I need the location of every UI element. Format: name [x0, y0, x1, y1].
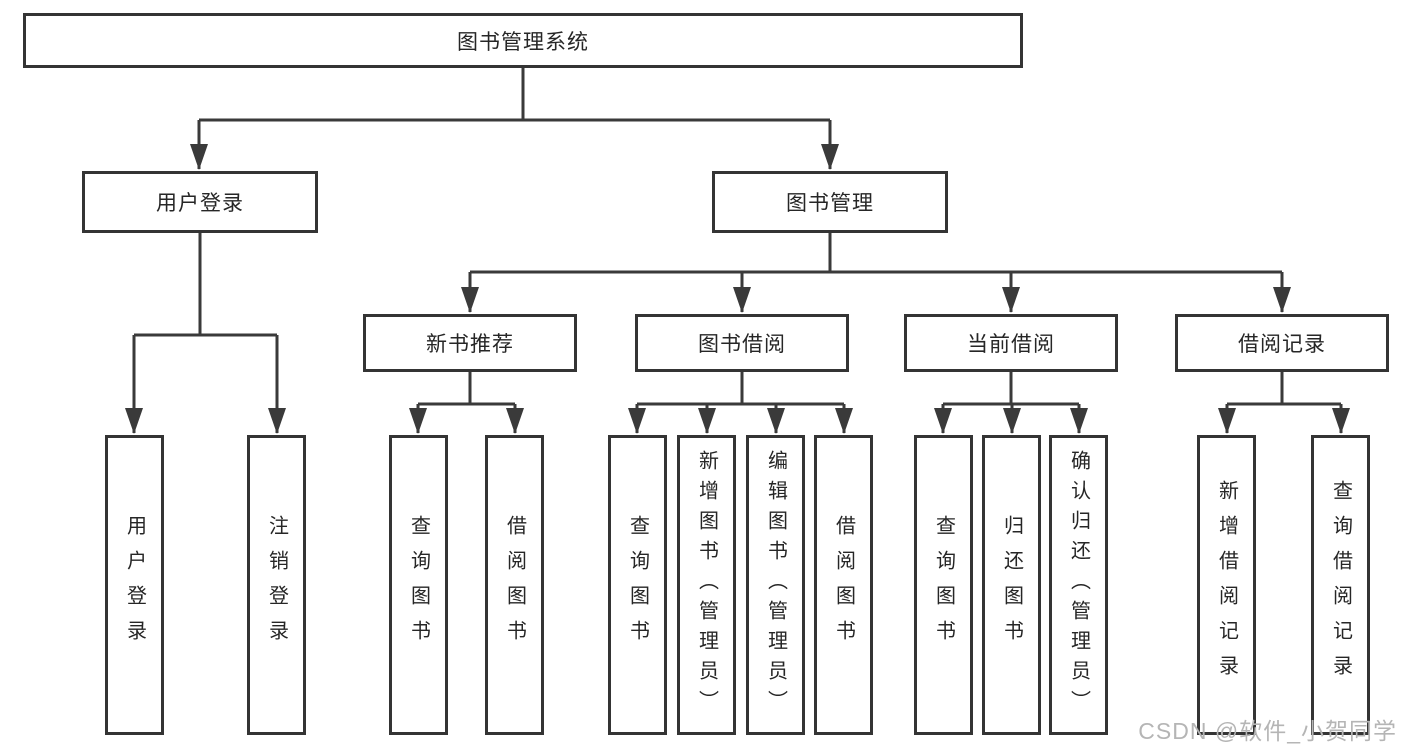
node-add-book-admin: 新增图书（管理员）	[677, 435, 736, 735]
node-query-book: 查询图书	[914, 435, 973, 735]
node-label: 用户登录	[156, 192, 244, 215]
node-label: 借阅记录	[1238, 333, 1326, 356]
node-label: 编辑图书（管理员）	[764, 450, 787, 720]
node-label: 当前借阅	[967, 333, 1055, 356]
node-borrow-book: 借阅图书	[814, 435, 873, 735]
node-root-label: 图书管理系统	[457, 30, 589, 54]
node-logout-leaf: 注销登录	[247, 435, 306, 735]
node-new-book-recommendation: 新书推荐	[363, 314, 577, 372]
node-label: 注销登录	[265, 515, 288, 655]
node-label: 查询图书	[407, 515, 430, 655]
node-label: 新增借阅记录	[1215, 480, 1238, 690]
node-book-management: 图书管理	[712, 171, 948, 233]
node-root: 图书管理系统	[23, 13, 1023, 68]
node-borrow-book: 借阅图书	[485, 435, 544, 735]
node-query-book: 查询图书	[608, 435, 667, 735]
node-label: 用户登录	[123, 515, 146, 655]
watermark: CSDN @软件_小贺同学	[1138, 718, 1397, 744]
node-borrowing-records: 借阅记录	[1175, 314, 1389, 372]
node-label: 查询图书	[626, 515, 649, 655]
node-return-book: 归还图书	[982, 435, 1041, 735]
node-query-borrow-record: 查询借阅记录	[1311, 435, 1370, 735]
node-label: 借阅图书	[503, 515, 526, 655]
node-label: 归还图书	[1000, 515, 1023, 655]
node-label: 新书推荐	[426, 333, 514, 356]
node-label: 图书管理	[786, 192, 874, 215]
node-query-book: 查询图书	[389, 435, 448, 735]
node-label: 借阅图书	[832, 515, 855, 655]
node-label: 图书借阅	[698, 333, 786, 356]
node-confirm-return-admin: 确认归还（管理员）	[1049, 435, 1108, 735]
node-label: 查询借阅记录	[1329, 480, 1352, 690]
node-user-login: 用户登录	[82, 171, 318, 233]
node-label: 新增图书（管理员）	[695, 450, 718, 720]
node-book-borrowing: 图书借阅	[635, 314, 849, 372]
node-add-borrow-record: 新增借阅记录	[1197, 435, 1256, 735]
node-label: 查询图书	[932, 515, 955, 655]
node-edit-book-admin: 编辑图书（管理员）	[746, 435, 805, 735]
node-current-borrowing: 当前借阅	[904, 314, 1118, 372]
node-user-login-leaf: 用户登录	[105, 435, 164, 735]
node-label: 确认归还（管理员）	[1067, 450, 1090, 720]
